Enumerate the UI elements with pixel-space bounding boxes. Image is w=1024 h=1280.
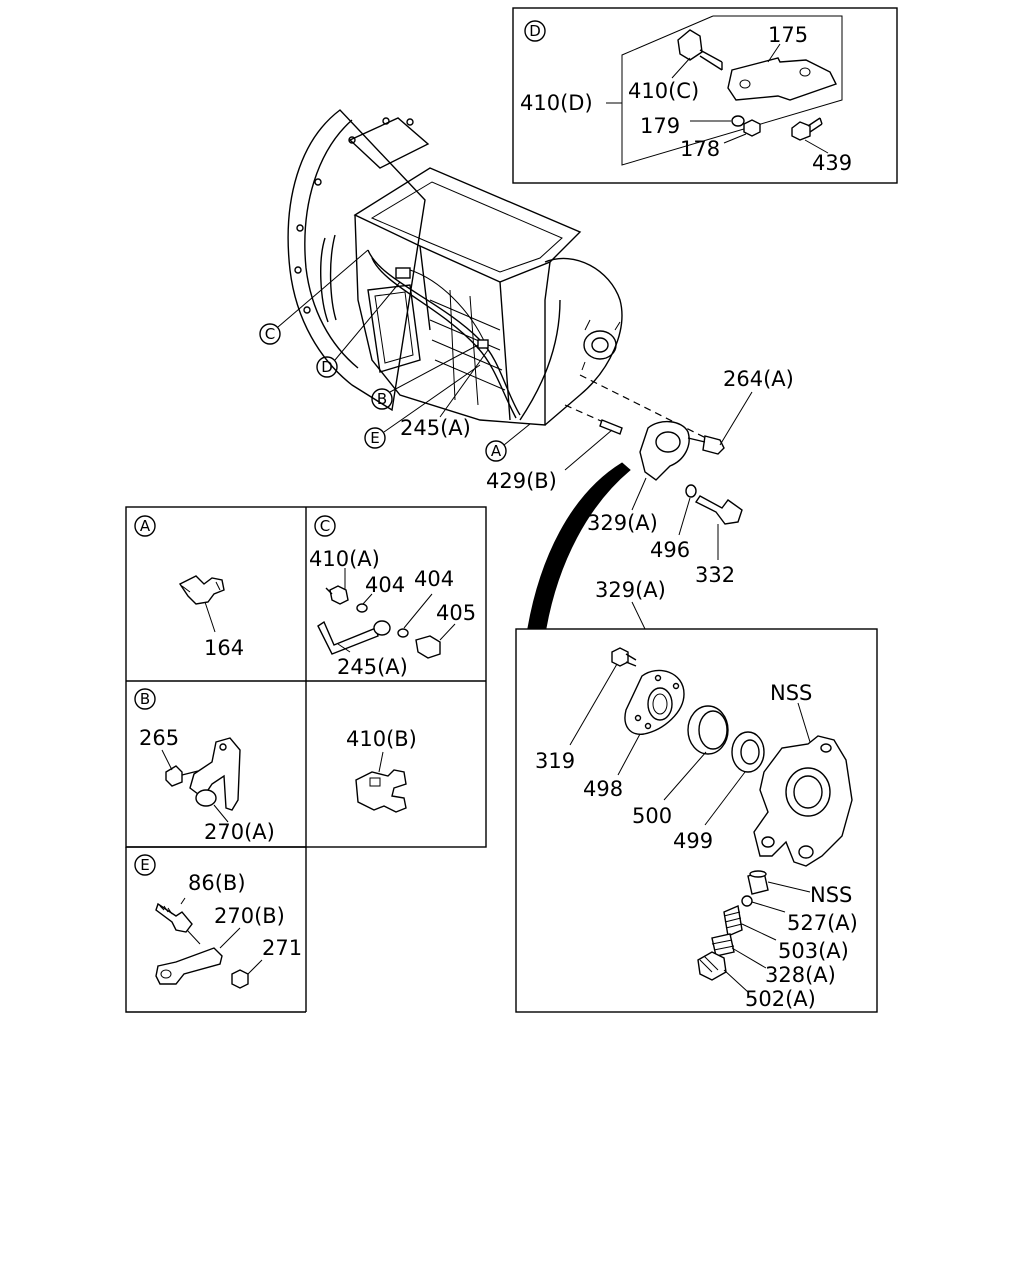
- nut-178: [743, 119, 761, 137]
- label-410a: 410(A): [309, 547, 380, 571]
- washer-496: [685, 484, 697, 498]
- pin-429b: [599, 419, 623, 435]
- detail-a-panel: A 164: [134, 515, 244, 660]
- callout-a: A: [491, 442, 502, 460]
- detail-410b-panel: 410(B): [346, 727, 417, 813]
- plate-498: [624, 669, 685, 735]
- label-271: 271: [262, 936, 302, 960]
- label-439: 439: [812, 151, 852, 175]
- label-270b: 270(B): [214, 904, 285, 928]
- detail-arrow: [527, 462, 631, 629]
- label-164: 164: [204, 636, 244, 660]
- bolt-264a: [702, 435, 725, 455]
- washer-179: [731, 115, 745, 127]
- detail-d-panel: D 175 410(D) 410(C) 179 178 439: [512, 7, 898, 184]
- actuator-329a: [639, 421, 690, 481]
- label-410b: 410(B): [346, 727, 417, 751]
- label-502a: 502(A): [745, 987, 816, 1011]
- tee-fitting-410b: [355, 769, 407, 813]
- label-179: 179: [640, 114, 680, 138]
- label-496: 496: [650, 538, 690, 562]
- connector-410a: [329, 585, 349, 605]
- detail-329a-panel: 329(A): [515, 578, 878, 1013]
- label-405: 405: [436, 601, 476, 625]
- bolt-439: [791, 121, 811, 141]
- plug-502a: [697, 951, 727, 981]
- washer-404-left: [356, 603, 368, 613]
- label-270a: 270(A): [204, 820, 275, 844]
- label-404-2: 404: [414, 567, 454, 591]
- label-499: 499: [673, 829, 713, 853]
- label-264a: 264(A): [723, 367, 794, 391]
- label-86b: 86(B): [188, 871, 246, 895]
- detail-a-tag: A: [140, 517, 151, 535]
- transmission-assembly: [277, 109, 623, 446]
- ball-527a: [741, 895, 753, 907]
- lever-270b: [155, 947, 223, 985]
- detail-b-tag: B: [140, 690, 150, 708]
- label-429b: 429(B): [486, 469, 557, 493]
- label-328a: 328(A): [765, 963, 836, 987]
- detail-c-tag: C: [320, 517, 330, 535]
- label-nss-2: NSS: [810, 883, 852, 907]
- main-callouts: C D B E A 245(A): [259, 323, 507, 462]
- seal-328a: [711, 933, 735, 957]
- label-319: 319: [535, 749, 575, 773]
- detail-c-panel: C 410(A) 404 404 405 245(A): [309, 515, 476, 679]
- label-178: 178: [680, 137, 720, 161]
- detail-e-tag: E: [140, 856, 149, 874]
- housing-nss: [753, 735, 853, 867]
- detail-grid: [125, 506, 487, 1013]
- label-527a: 527(A): [787, 911, 858, 935]
- label-500: 500: [632, 804, 672, 828]
- label-498: 498: [583, 777, 623, 801]
- label-410c: 410(C): [628, 79, 699, 103]
- label-329a: 329(A): [587, 511, 658, 535]
- label-245a-c: 245(A): [337, 655, 408, 679]
- spring-503a: [723, 905, 743, 937]
- bolt-405: [415, 635, 441, 659]
- detail-e-panel: E 86(B) 270(B) 271: [134, 854, 302, 989]
- clutch-actuator-group: 264(A) 429(B) 329(A) 496 332: [486, 367, 794, 629]
- callout-b: B: [377, 390, 387, 408]
- pipe-245a: [317, 620, 379, 655]
- detail-b-panel: B 265 270(A): [134, 688, 275, 844]
- label-503a: 503(A): [778, 939, 849, 963]
- callout-e: E: [370, 429, 379, 447]
- bolt-265: [165, 765, 183, 787]
- label-410d: 410(D): [520, 91, 593, 115]
- label-175: 175: [768, 23, 808, 47]
- nut-271: [231, 969, 249, 989]
- label-245a: 245(A): [400, 416, 471, 440]
- label-nss-1: NSS: [770, 681, 812, 705]
- label-332: 332: [695, 563, 735, 587]
- connector-410c: [677, 29, 703, 61]
- label-265: 265: [139, 726, 179, 750]
- elbow-fitting-164: [178, 575, 225, 605]
- bolt-319: [611, 647, 629, 667]
- label-404-1: 404: [365, 573, 405, 597]
- seal-500: [687, 705, 729, 755]
- callout-c: C: [265, 325, 275, 343]
- bracket-175: [727, 57, 837, 101]
- washer-404-right: [397, 628, 409, 638]
- detail-329a-title: 329(A): [595, 578, 666, 602]
- detail-d-tag: D: [529, 22, 541, 40]
- bolt-332: [694, 495, 743, 525]
- stud-86b: [155, 902, 193, 933]
- callout-d: D: [321, 358, 333, 376]
